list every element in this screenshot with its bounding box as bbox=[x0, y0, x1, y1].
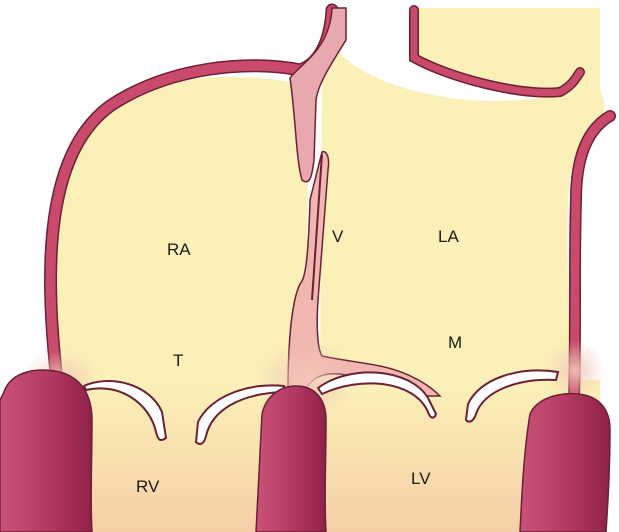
label-mitral: M bbox=[448, 333, 462, 352]
label-left-atrium: LA bbox=[438, 227, 459, 246]
label-right-atrium: RA bbox=[167, 240, 191, 259]
label-left-ventricle: LV bbox=[411, 469, 431, 488]
label-valve-v: V bbox=[332, 227, 344, 246]
left-ventricle-wall-muscle bbox=[520, 394, 610, 532]
interventricular-septum-muscle bbox=[256, 386, 326, 532]
right-ventricle-wall-muscle bbox=[0, 370, 92, 532]
label-right-ventricle: RV bbox=[136, 477, 160, 496]
label-tricuspid: T bbox=[173, 351, 183, 370]
